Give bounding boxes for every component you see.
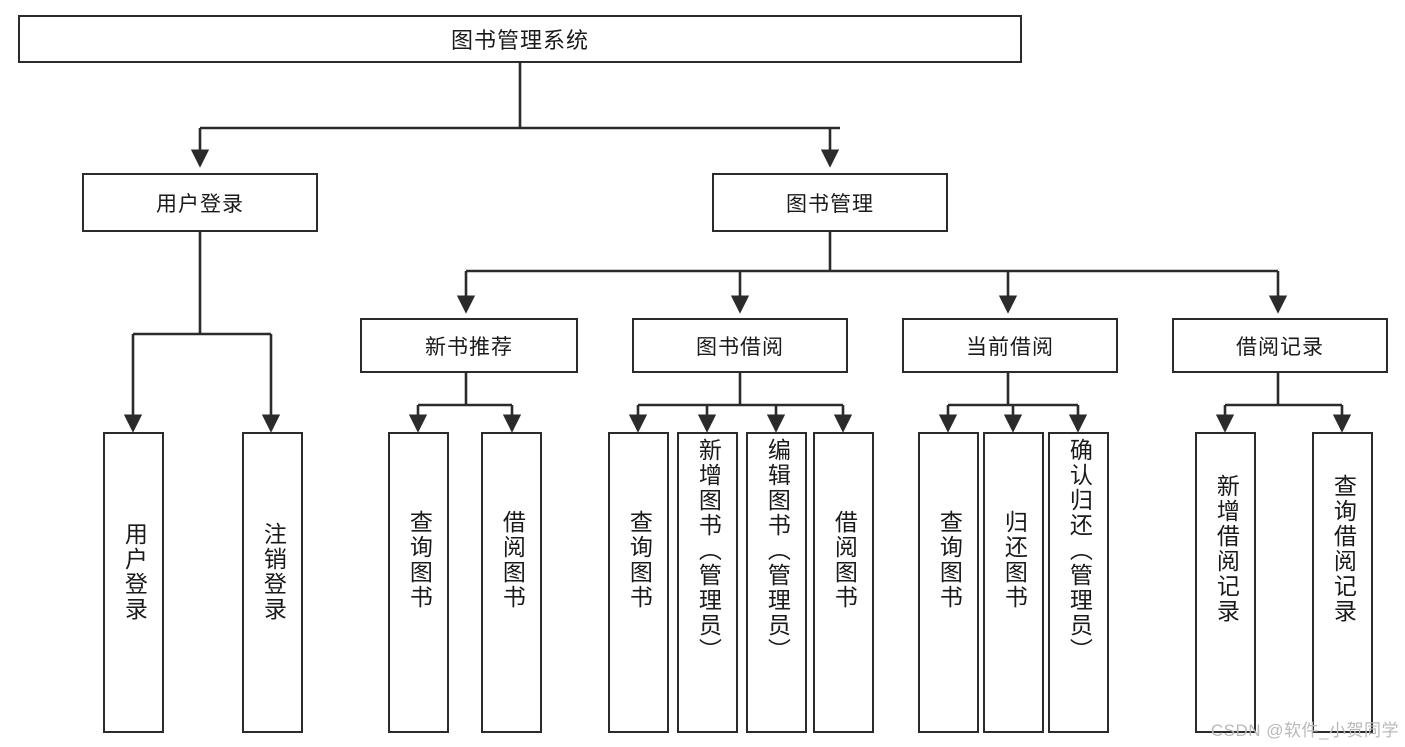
leaf-book-borrow-query-book[interactable]: 查询图书 bbox=[608, 432, 669, 733]
leaf-label: 注销登录 bbox=[260, 522, 287, 622]
leaf-label: 查询借阅记录 bbox=[1330, 474, 1357, 624]
leaf-current-borrow-return-book[interactable]: 归还图书 bbox=[983, 432, 1044, 733]
leaf-label: 借阅图书 bbox=[499, 510, 526, 610]
leaf-label: 新增图书（管理员） bbox=[695, 438, 722, 663]
leaf-label: 新增借阅记录 bbox=[1213, 474, 1240, 624]
leaf-label: 查询图书 bbox=[626, 510, 653, 610]
leaf-new-book-borrow-book[interactable]: 借阅图书 bbox=[481, 432, 542, 733]
node-label: 图书管理系统 bbox=[450, 28, 589, 53]
leaf-label: 用户登录 bbox=[121, 522, 148, 622]
leaf-label: 编辑图书（管理员） bbox=[764, 438, 791, 663]
leaf-label: 查询图书 bbox=[936, 510, 963, 610]
leaf-label: 查询图书 bbox=[406, 510, 433, 610]
leaf-book-borrow-edit-book-admin[interactable]: 编辑图书（管理员） bbox=[746, 432, 807, 733]
node-label: 图书管理 bbox=[786, 192, 874, 216]
leaf-label: 确认归还（管理员） bbox=[1066, 438, 1093, 663]
node-label: 图书借阅 bbox=[696, 335, 784, 359]
leaf-book-borrow-borrow-book[interactable]: 借阅图书 bbox=[813, 432, 874, 733]
node-current-borrow[interactable]: 当前借阅 bbox=[902, 318, 1118, 373]
leaf-borrow-record-query-record[interactable]: 查询借阅记录 bbox=[1312, 432, 1373, 733]
leaf-user-login-logout[interactable]: 注销登录 bbox=[242, 432, 303, 733]
leaf-new-book-query-book[interactable]: 查询图书 bbox=[388, 432, 449, 733]
node-user-login[interactable]: 用户登录 bbox=[82, 173, 318, 232]
node-borrow-record[interactable]: 借阅记录 bbox=[1172, 318, 1388, 373]
node-root-book-management-system[interactable]: 图书管理系统 bbox=[18, 15, 1022, 63]
node-book-management[interactable]: 图书管理 bbox=[712, 173, 948, 232]
leaf-current-borrow-confirm-return-admin[interactable]: 确认归还（管理员） bbox=[1048, 432, 1109, 733]
node-label: 借阅记录 bbox=[1236, 335, 1324, 359]
leaf-label: 归还图书 bbox=[1001, 510, 1028, 610]
node-label: 用户登录 bbox=[156, 192, 244, 216]
watermark: CSDN @软件_小贺同学 bbox=[1210, 721, 1399, 740]
node-book-borrow[interactable]: 图书借阅 bbox=[632, 318, 848, 373]
node-new-book-recommend[interactable]: 新书推荐 bbox=[360, 318, 578, 373]
leaf-book-borrow-add-book-admin[interactable]: 新增图书（管理员） bbox=[677, 432, 738, 733]
leaf-borrow-record-add-record[interactable]: 新增借阅记录 bbox=[1195, 432, 1256, 733]
leaf-label: 借阅图书 bbox=[831, 510, 858, 610]
leaf-current-borrow-query-book[interactable]: 查询图书 bbox=[918, 432, 979, 733]
node-label: 当前借阅 bbox=[966, 335, 1054, 359]
leaf-user-login-login[interactable]: 用户登录 bbox=[103, 432, 164, 733]
node-label: 新书推荐 bbox=[425, 335, 513, 359]
